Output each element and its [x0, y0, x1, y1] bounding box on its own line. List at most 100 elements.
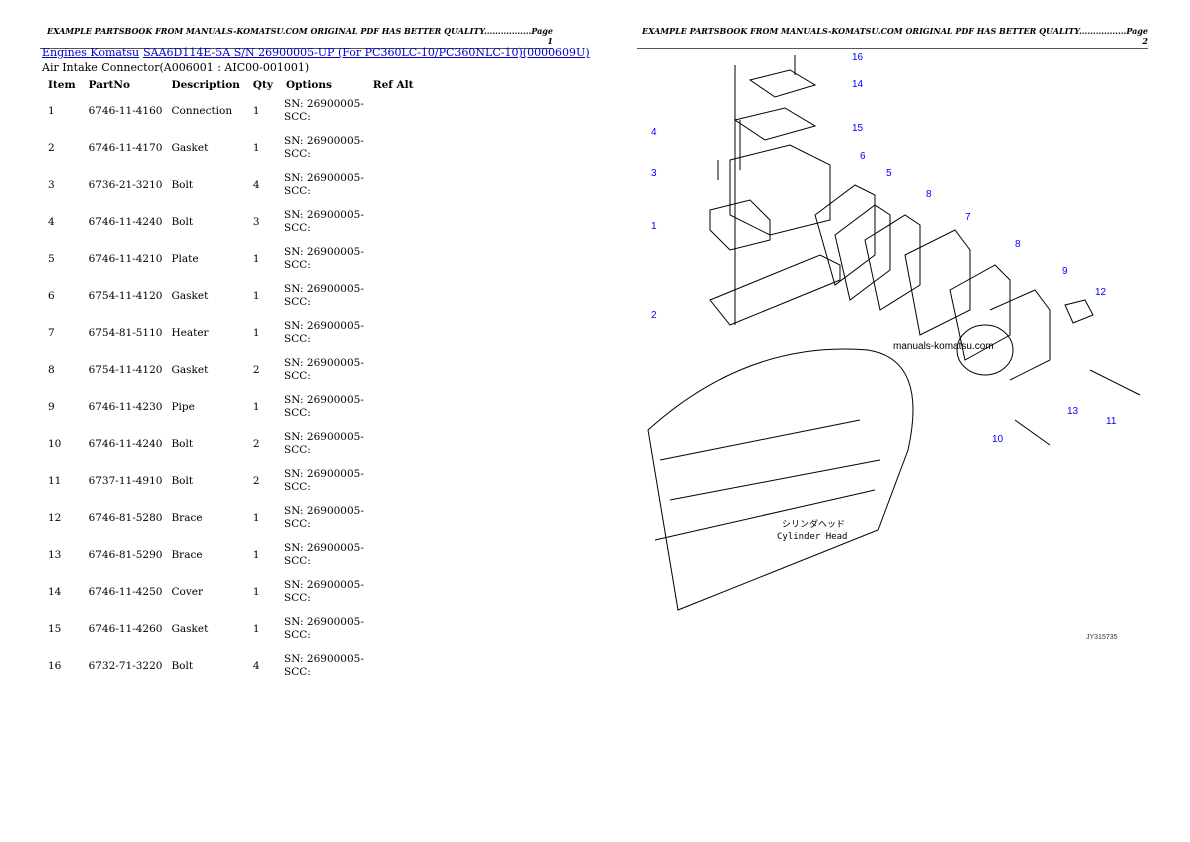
options-line: SN: 26900005-	[284, 579, 364, 591]
callout-1: 1	[651, 221, 657, 232]
refalt-cell	[367, 542, 421, 579]
item-cell: 8	[48, 364, 55, 376]
options-cell: SN: 26900005-SCC:	[280, 653, 367, 690]
callout-7: 7	[965, 212, 971, 223]
description-cell: Gasket	[171, 364, 209, 376]
description-cell: Cover	[171, 586, 203, 598]
item-cell: 6	[48, 290, 55, 302]
qty-cell: 4	[252, 179, 260, 191]
options-line: SCC:	[284, 629, 311, 641]
options-cell: SN: 26900005-SCC:	[280, 135, 367, 172]
item-cell: 15	[48, 623, 62, 635]
partno-cell: 6754-11-4120	[88, 290, 163, 302]
column-header: Item	[48, 79, 76, 91]
description-cell: Heater	[171, 327, 209, 339]
partno-cell: 6746-11-4210	[88, 253, 163, 265]
qty-cell: 2	[252, 475, 260, 487]
refalt-cell	[367, 357, 421, 394]
diagram-drawing	[647, 55, 1141, 611]
refalt-cell	[367, 209, 421, 246]
options-line: SN: 26900005-	[284, 542, 364, 554]
column-header: Ref Alt	[372, 79, 414, 91]
qty-cell: 3	[252, 216, 260, 228]
caption-en: Cylinder Head	[777, 532, 847, 542]
description-cell: Brace	[171, 512, 203, 524]
options-line: SCC:	[284, 111, 311, 123]
column-header: Description	[171, 79, 240, 91]
options-line: SCC:	[284, 518, 311, 530]
breadcrumb-link-engines[interactable]: Engines Komatsu	[42, 46, 140, 59]
description-cell: Gasket	[171, 142, 209, 154]
options-cell: SN: 26900005-SCC:	[280, 579, 367, 616]
diagram-callouts: 16 14 15 4 3 1 6 5 8 7 8 9 12 2 13 11 10	[651, 52, 1117, 445]
options-line: SN: 26900005-	[284, 320, 364, 332]
options-cell: SN: 26900005-SCC:	[280, 320, 367, 357]
partno-cell: 6754-11-4120	[88, 364, 163, 376]
options-line: SCC:	[284, 370, 311, 382]
options-cell: SN: 26900005-SCC:	[280, 505, 367, 542]
item-cell: 11	[48, 475, 62, 487]
breadcrumb-link-model[interactable]: SAA6D114E-5A S/N 26900005-UP (For PC360L…	[143, 46, 590, 59]
partno-cell: 6746-81-5290	[88, 549, 163, 561]
options-line: SN: 26900005-	[284, 431, 364, 443]
options-line: SN: 26900005-	[284, 209, 364, 221]
callout-2: 2	[651, 310, 657, 321]
partno-cell: 6746-11-4250	[88, 586, 163, 598]
item-cell: 10	[48, 438, 62, 450]
options-line: SCC:	[284, 481, 311, 493]
partno-cell: 6746-81-5280	[88, 512, 163, 524]
column-header: Options	[286, 79, 332, 91]
options-line: SCC:	[284, 592, 311, 604]
options-line: SN: 26900005-	[284, 616, 364, 628]
options-line: SN: 26900005-	[284, 505, 364, 517]
refalt-cell	[367, 468, 421, 505]
callout-14: 14	[852, 79, 864, 90]
description-cell: Bolt	[171, 179, 194, 191]
description-cell: Bolt	[171, 216, 194, 228]
refalt-cell	[367, 579, 421, 616]
options-line: SN: 26900005-	[284, 468, 364, 480]
callout-10: 10	[992, 434, 1004, 445]
options-line: SN: 26900005-	[284, 172, 364, 184]
qty-cell: 1	[252, 512, 260, 524]
partno-cell: 6732-71-3220	[88, 660, 163, 672]
qty-cell: 1	[252, 142, 260, 154]
description-cell: Gasket	[171, 290, 209, 302]
description-cell: Bolt	[171, 475, 194, 487]
partno-cell: 6746-11-4230	[88, 401, 163, 413]
callout-15: 15	[852, 123, 864, 134]
drawing-code: JY315735	[1086, 634, 1118, 641]
item-cell: 5	[48, 253, 55, 265]
options-cell: SN: 26900005-SCC:	[280, 98, 367, 135]
item-cell: 1	[48, 105, 55, 117]
options-line: SCC:	[284, 444, 311, 456]
qty-cell: 1	[252, 549, 260, 561]
options-cell: SN: 26900005-SCC:	[280, 246, 367, 283]
callout-12: 12	[1095, 287, 1107, 298]
options-cell: SN: 26900005-SCC:	[280, 394, 367, 431]
item-cell: 2	[48, 142, 55, 154]
watermark: manuals-komatsu.com	[893, 341, 994, 352]
partno-cell: 6746-11-4240	[88, 216, 163, 228]
page-header-left: EXAMPLE PARTSBOOK FROM MANUALS-KOMATSU.C…	[40, 26, 553, 49]
qty-cell: 1	[252, 586, 260, 598]
callout-6: 6	[860, 151, 866, 162]
description-cell: Bolt	[171, 438, 194, 450]
options-line: SN: 26900005-	[284, 283, 364, 295]
options-cell: SN: 26900005-SCC:	[280, 431, 367, 468]
